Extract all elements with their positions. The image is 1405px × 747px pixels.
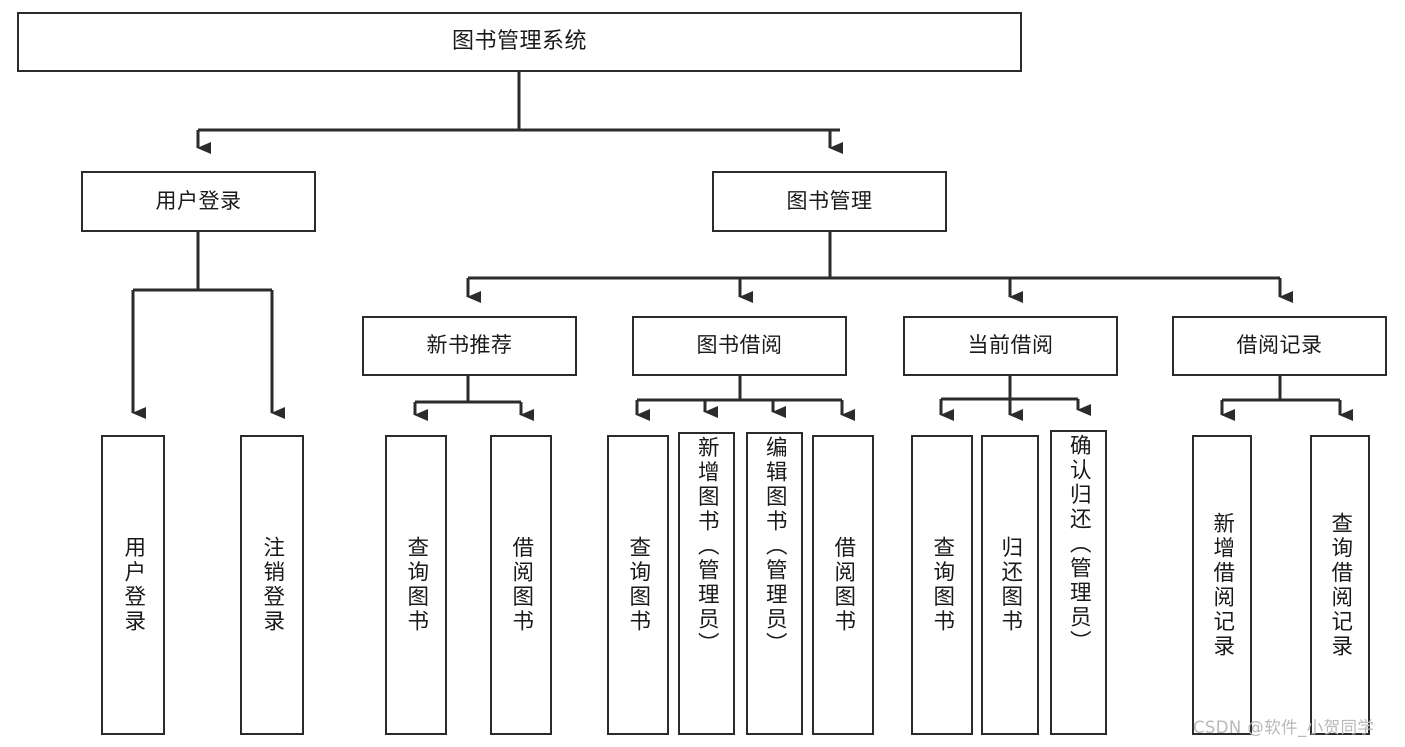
node-book-management[interactable]: 图书管理 (712, 171, 947, 232)
node-label: 查询图书 (625, 536, 651, 634)
node-label: 借阅图书 (830, 536, 856, 634)
node-label: 用户登录 (155, 188, 242, 213)
node-label: 用户登录 (120, 536, 146, 634)
node-label: 查询图书 (929, 536, 955, 634)
node-root-system[interactable]: 图书管理系统 (17, 12, 1022, 72)
node-leaf-query-borrow-record[interactable]: 查询借阅记录 (1310, 435, 1370, 735)
csdn-watermark: CSDN @软件_小贺同学 (1193, 718, 1375, 737)
node-label: 查询借阅记录 (1327, 511, 1353, 659)
node-label: 借阅图书 (508, 536, 534, 634)
node-leaf-query-book-borrow[interactable]: 查询图书 (607, 435, 669, 735)
node-label: 查询图书 (403, 536, 429, 634)
node-leaf-borrow-book[interactable]: 借阅图书 (812, 435, 874, 735)
node-label: 当前借阅 (967, 333, 1054, 358)
node-leaf-logout[interactable]: 注销登录 (240, 435, 304, 735)
node-label: 图书管理 (786, 188, 873, 213)
node-label: 确认归还（管理员） (1066, 434, 1092, 655)
node-label: 编辑图书（管理员） (762, 436, 788, 657)
node-leaf-return-book[interactable]: 归还图书 (981, 435, 1039, 735)
node-leaf-borrow-book-recommend[interactable]: 借阅图书 (490, 435, 552, 735)
node-leaf-add-book-admin[interactable]: 新增图书（管理员） (678, 432, 735, 735)
node-leaf-query-book-recommend[interactable]: 查询图书 (385, 435, 447, 735)
node-leaf-edit-book-admin[interactable]: 编辑图书（管理员） (746, 432, 803, 735)
node-leaf-confirm-return-admin[interactable]: 确认归还（管理员） (1050, 430, 1107, 735)
node-label: 新增图书（管理员） (694, 436, 720, 657)
node-label: 归还图书 (997, 536, 1023, 634)
node-label: 借阅记录 (1236, 333, 1323, 358)
node-leaf-query-book-current[interactable]: 查询图书 (911, 435, 973, 735)
node-leaf-user-login[interactable]: 用户登录 (101, 435, 165, 735)
node-book-borrow[interactable]: 图书借阅 (632, 316, 847, 376)
node-label: 新增借阅记录 (1209, 511, 1235, 659)
node-user-login[interactable]: 用户登录 (81, 171, 316, 232)
node-label: 图书借阅 (696, 333, 783, 358)
node-new-book-recommend[interactable]: 新书推荐 (362, 316, 577, 376)
node-label: 注销登录 (259, 536, 285, 634)
node-label: 新书推荐 (426, 333, 513, 358)
node-current-borrow[interactable]: 当前借阅 (903, 316, 1118, 376)
node-leaf-add-borrow-record[interactable]: 新增借阅记录 (1192, 435, 1252, 735)
node-label: 图书管理系统 (451, 28, 587, 54)
node-borrow-records[interactable]: 借阅记录 (1172, 316, 1387, 376)
